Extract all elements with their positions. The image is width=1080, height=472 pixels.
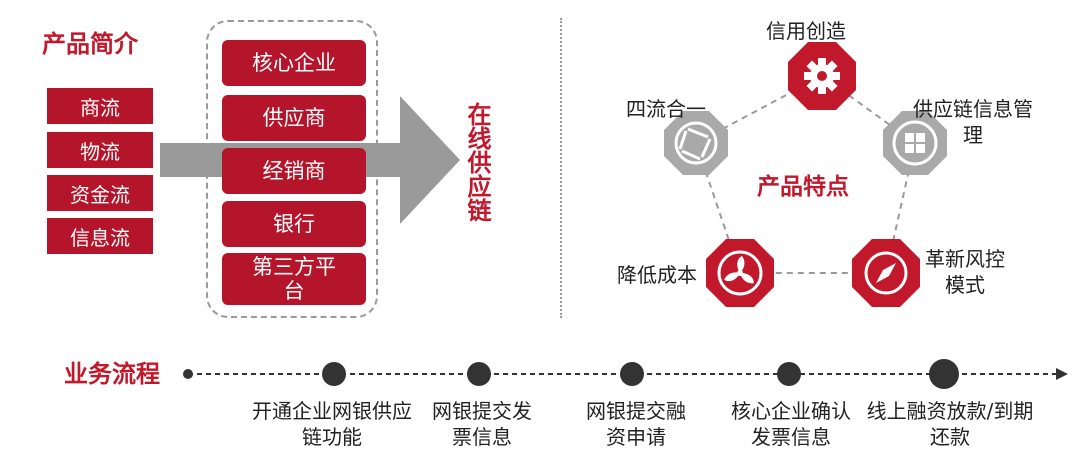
product-intro-title: 产品简介 — [42, 30, 138, 58]
participant-box: 第三方平台 — [222, 253, 366, 305]
features-diagram — [664, 42, 947, 307]
process-step-label: 网银提交融资申请 — [580, 398, 692, 450]
participant-box: 银行 — [222, 201, 366, 247]
participant-label: 第三方平台 — [252, 255, 336, 304]
flow-item: 物流 — [47, 132, 153, 168]
flow-item: 商流 — [47, 88, 153, 124]
feature-label: 降低成本 — [617, 263, 697, 287]
online-supply-chain-label: 在线供应链 — [463, 102, 491, 222]
windows-icon — [883, 111, 947, 175]
participant-box: 核心企业 — [222, 40, 366, 86]
process-step-label: 核心企业确认发票信息 — [726, 398, 856, 450]
participant-box: 经销商 — [222, 148, 366, 194]
timeline-node — [322, 362, 346, 386]
flow-item: 信息流 — [47, 218, 153, 254]
feature-label: 革新风控模式 — [920, 246, 1010, 298]
feature-label-text: 革新风控模式 — [925, 247, 1005, 297]
section-divider — [560, 18, 562, 318]
process-title: 业务流程 — [64, 360, 160, 388]
fan-icon — [706, 239, 774, 307]
timeline-node — [467, 362, 491, 386]
aperture-icon — [664, 111, 728, 175]
timeline-node — [620, 362, 644, 386]
features-center-title: 产品特点 — [757, 174, 849, 200]
feature-label: 四流合一 — [626, 97, 706, 121]
feature-label-text: 供应链信息管理 — [913, 97, 1033, 147]
process-step-label: 线上融资放款/到期还款 — [862, 398, 1038, 450]
timeline-node — [929, 359, 959, 389]
process-step-text: 开通企业网银供应链功能 — [252, 399, 412, 449]
feature-label: 信用创造 — [766, 19, 846, 43]
process-timeline — [183, 359, 1068, 389]
process-step-text: 网银提交发票信息 — [432, 399, 532, 449]
process-step-text: 网银提交融资申请 — [586, 399, 686, 449]
flow-item: 资金流 — [47, 175, 153, 211]
process-step-label: 网银提交发票信息 — [426, 398, 538, 450]
participants-group — [206, 20, 378, 318]
process-step-text: 核心企业确认发票信息 — [731, 399, 851, 449]
process-step-label: 开通企业网银供应链功能 — [246, 398, 418, 450]
compass-icon — [852, 239, 920, 307]
process-step-text: 线上融资放款/到期还款 — [866, 399, 1034, 449]
gear-icon — [788, 42, 856, 110]
timeline-node — [777, 362, 801, 386]
feature-label: 供应链信息管理 — [910, 96, 1036, 148]
participant-box: 供应商 — [222, 95, 366, 141]
